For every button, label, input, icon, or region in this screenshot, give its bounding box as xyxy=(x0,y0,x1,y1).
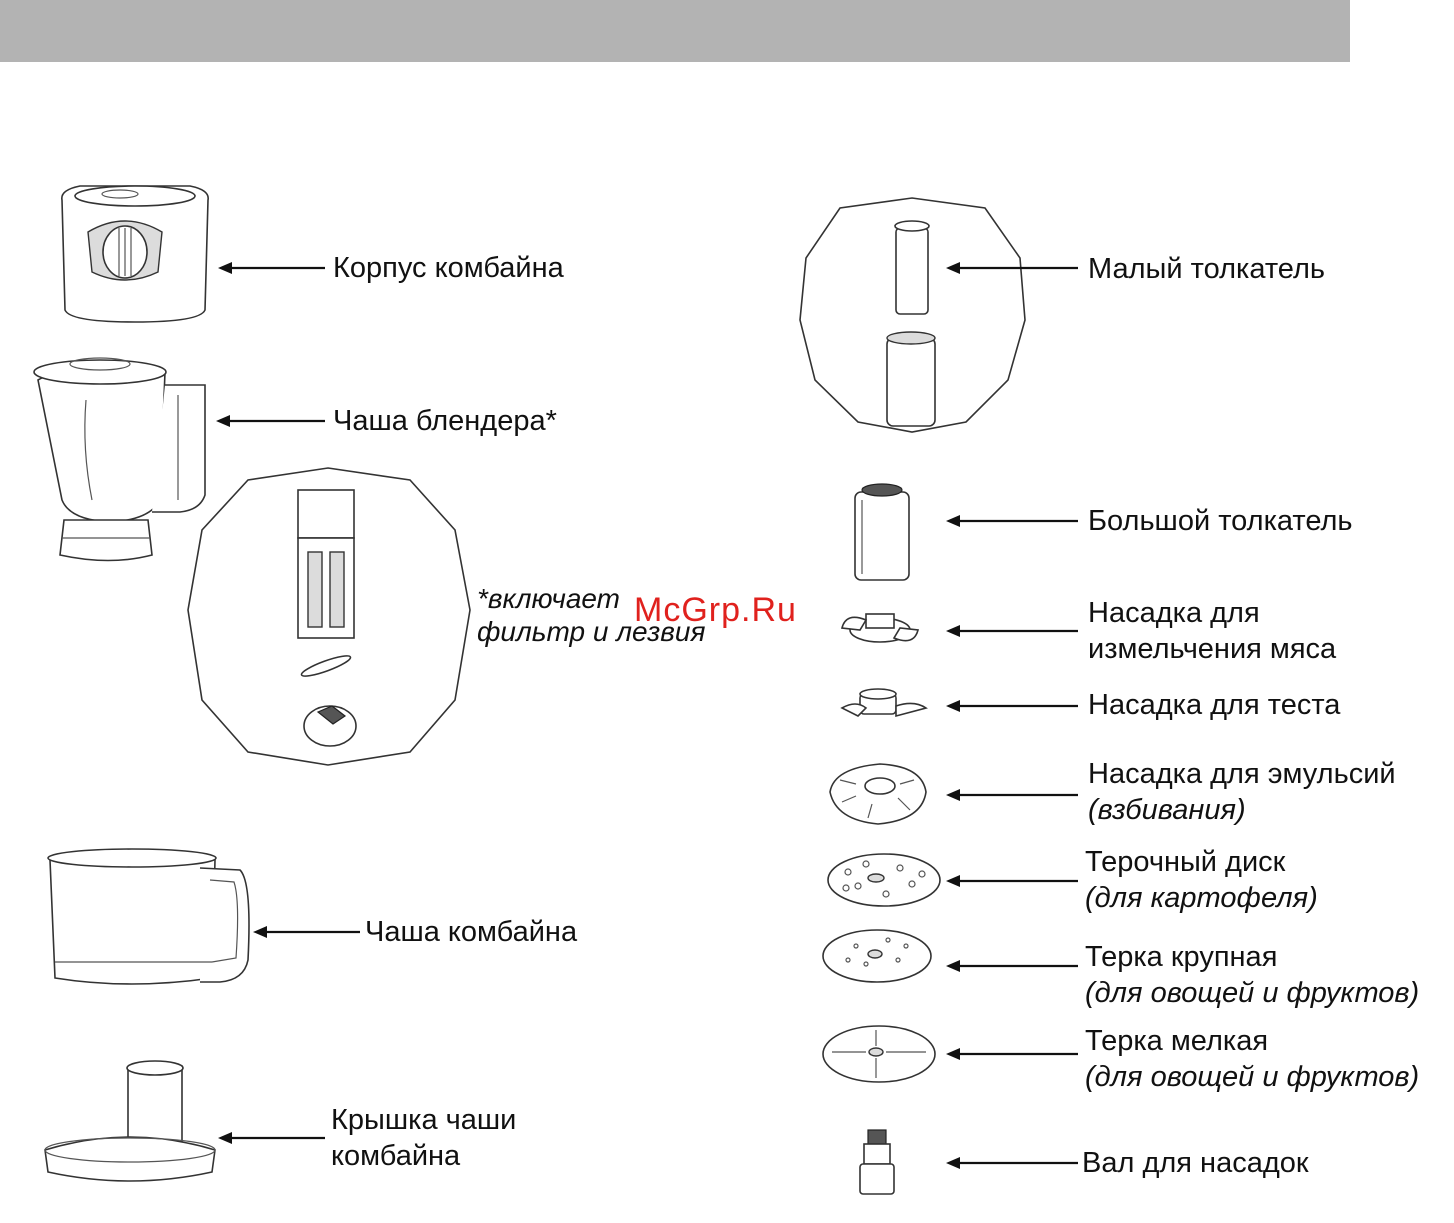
label-grating-disc-line2: (для картофеля) xyxy=(1085,882,1318,914)
arrow-large-pusher xyxy=(946,515,1078,527)
arrow-grating-disc xyxy=(946,875,1078,887)
label-large-pusher: Большой толкатель xyxy=(1088,505,1353,537)
blender-note: *включает фильтр и лезвия xyxy=(477,582,705,648)
arrow-bowl-lid xyxy=(218,1132,325,1144)
label-processor-bowl: Чаша комбайна xyxy=(365,916,578,948)
filter-circle-drawing xyxy=(187,467,471,766)
coarse-grater-drawing xyxy=(822,929,932,983)
label-emulsifying-disc-line2: (взбивания) xyxy=(1088,794,1246,826)
arrow-blender-jug xyxy=(216,415,325,427)
watermark: McGrp.Ru xyxy=(634,591,797,629)
blender-note-line2: фильтр и лезвия xyxy=(477,616,706,647)
label-bowl-lid: Крышка чаши комбайна xyxy=(331,1102,516,1174)
label-fine-grater-line1: Терка мелкая xyxy=(1085,1025,1269,1057)
arrow-fine-grater xyxy=(946,1048,1078,1060)
mincing-blade-drawing xyxy=(841,613,919,643)
label-emulsifying-disc: Насадка для эмульсий (взбивания) xyxy=(1088,756,1396,828)
bowl-lid-drawing xyxy=(44,1060,216,1182)
label-grating-disc: Терочный диск (для картофеля) xyxy=(1085,844,1318,916)
label-coarse-grater-line1: Терка крупная xyxy=(1085,941,1278,973)
label-drive-shaft: Вал для насадок xyxy=(1082,1147,1309,1179)
label-coarse-grater-line2: (для овощей и фруктов) xyxy=(1085,977,1420,1009)
label-bowl-lid-line2: комбайна xyxy=(331,1140,461,1172)
label-grating-disc-line1: Терочный диск xyxy=(1085,846,1286,878)
fine-grater-drawing xyxy=(822,1025,936,1083)
arrow-motor-base xyxy=(218,262,325,274)
label-mincing-blade-line2: измельчения мяса xyxy=(1088,633,1337,665)
label-blender-jug: Чаша блендера* xyxy=(333,405,557,437)
label-coarse-grater: Терка крупная (для овощей и фруктов) xyxy=(1085,939,1419,1011)
blender-jug-drawing xyxy=(33,357,206,562)
processor-bowl-drawing xyxy=(47,848,250,985)
arrow-emulsifying-disc xyxy=(946,789,1078,801)
dough-blade-drawing xyxy=(840,688,928,718)
label-bowl-lid-line1: Крышка чаши xyxy=(331,1104,517,1136)
label-emulsifying-disc-line1: Насадка для эмульсий xyxy=(1088,758,1396,790)
header-bar xyxy=(0,0,1350,62)
label-dough-blade: Насадка для теста xyxy=(1088,689,1341,721)
label-motor-base: Корпус комбайна xyxy=(333,252,564,284)
arrow-small-pusher xyxy=(946,262,1078,274)
grating-disc-drawing xyxy=(827,853,941,907)
blender-note-line1: *включает xyxy=(477,583,620,614)
label-small-pusher: Малый толкатель xyxy=(1088,253,1325,285)
label-mincing-blade-line1: Насадка для xyxy=(1088,597,1260,629)
arrow-drive-shaft xyxy=(946,1157,1078,1169)
arrow-coarse-grater xyxy=(946,960,1078,972)
label-fine-grater-line2: (для овощей и фруктов) xyxy=(1085,1061,1420,1093)
arrow-dough-blade xyxy=(946,700,1078,712)
large-pusher-drawing xyxy=(854,483,910,581)
drive-shaft-drawing xyxy=(859,1129,895,1195)
arrow-processor-bowl xyxy=(253,926,360,938)
label-fine-grater: Терка мелкая (для овощей и фруктов) xyxy=(1085,1023,1419,1095)
motor-base-drawing xyxy=(61,185,209,323)
arrow-mincing-blade xyxy=(946,625,1078,637)
emulsifying-disc-drawing xyxy=(829,763,927,825)
pusher-circle-drawing xyxy=(799,197,1026,433)
label-mincing-blade: Насадка для измельчения мяса xyxy=(1088,595,1336,667)
